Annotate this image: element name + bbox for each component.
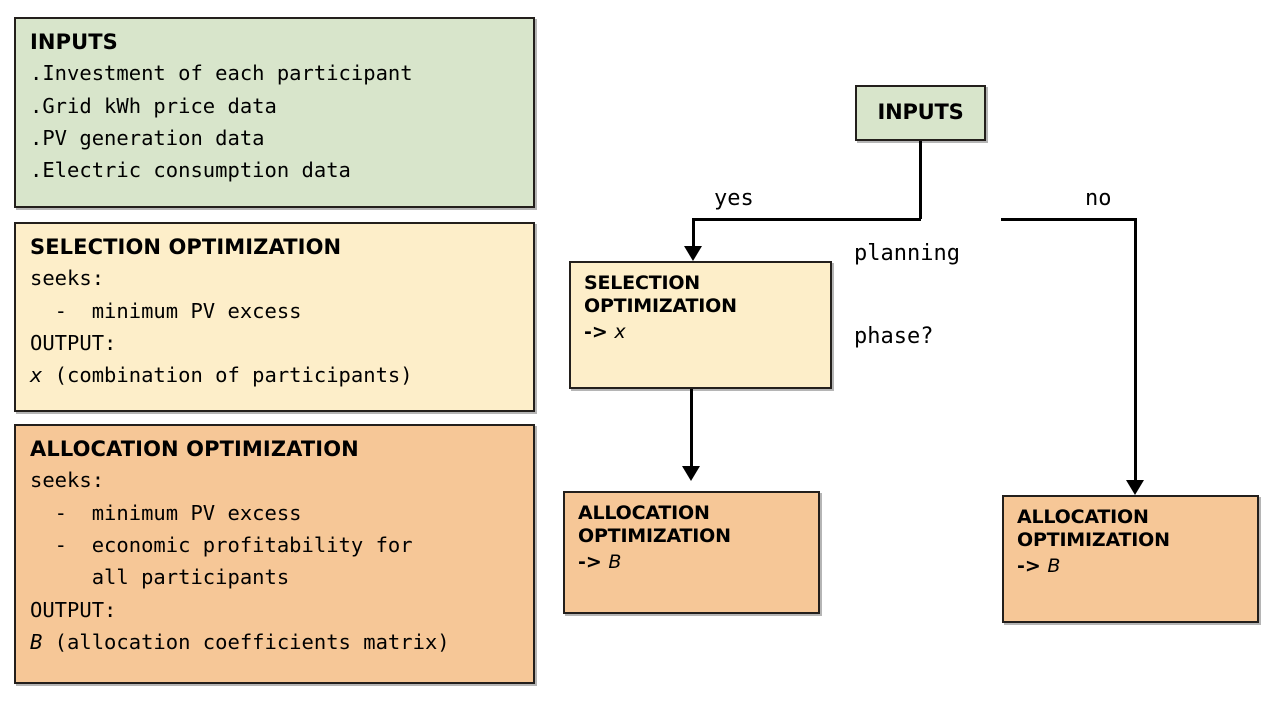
panel-allocation-line-5: OUTPUT: (30, 597, 117, 622)
panel-inputs: INPUTS .Investment of each participant .… (14, 17, 535, 208)
decision-label-line-2: phase? (854, 323, 934, 349)
flow-node-allocation-yes-output-symbol: B (608, 550, 622, 573)
panel-selection-title: SELECTION OPTIMIZATION (30, 235, 342, 259)
flow-node-selection-output-symbol: x (614, 320, 626, 343)
flow-node-allocation-yes-output-arrow: -> (578, 550, 609, 573)
panel-inputs-line-3: .PV generation data (30, 126, 265, 150)
decision-label: planning phase? (854, 185, 960, 378)
flow-node-allocation-yes-title-line-2: OPTIMIZATION (578, 525, 731, 548)
panel-selection-output-symbol: x (30, 363, 43, 388)
panel-selection-line-3: OUTPUT: (30, 331, 117, 355)
panel-inputs-line-2: .Grid kWh price data (30, 93, 277, 118)
connector-branch-no-horizontal (1001, 218, 1137, 221)
panel-allocation-output-symbol: B (30, 630, 43, 655)
panel-selection-output-text: (combination of participants) (42, 363, 413, 388)
flow-node-selection-title-line-1: SELECTION (584, 272, 700, 294)
arrowhead-selection-to-allocation (682, 466, 700, 481)
flow-node-allocation-no-title-line-2: OPTIMIZATION (1017, 529, 1170, 552)
panel-allocation-output-text: (allocation coefficients matrix) (42, 630, 450, 655)
connector-branch-no-vertical (1134, 218, 1137, 482)
panel-selection-line-1: seeks: (30, 266, 105, 291)
panel-allocation-output: B (allocation coefficients matrix) (30, 626, 519, 658)
panel-selection-output: x (combination of participants) (30, 359, 519, 391)
connector-inputs-stub (919, 141, 922, 219)
flow-node-selection-title-line-2: OPTIMIZATION (584, 295, 737, 318)
flow-node-allocation-no-output-arrow: -> (1017, 554, 1048, 577)
flow-node-allocation-yes-title-line-1: ALLOCATION (578, 502, 710, 524)
flow-node-selection-output: -> x (584, 320, 818, 345)
flow-node-allocation-optimization-yes: ALLOCATION OPTIMIZATION -> B (563, 491, 820, 614)
panel-allocation-line-2: - minimum PV excess (30, 500, 302, 525)
panel-selection-line-2: - minimum PV excess (30, 298, 302, 323)
flow-node-allocation-no-output-symbol: B (1047, 554, 1061, 577)
flow-node-selection-optimization: SELECTION OPTIMIZATION -> x (569, 261, 832, 389)
decision-label-line-1: planning (854, 241, 960, 266)
arrowhead-yes-to-selection (684, 246, 702, 261)
panel-inputs-title: INPUTS (30, 30, 118, 54)
edge-label-no: no (1085, 186, 1112, 211)
connector-selection-to-allocation (690, 389, 693, 468)
flow-node-allocation-yes-output: -> B (578, 550, 806, 575)
flow-node-allocation-no-title-line-1: ALLOCATION (1017, 506, 1149, 528)
panel-inputs-line-4: .Electric consumption data (30, 158, 351, 183)
edge-label-yes: yes (714, 186, 754, 211)
flow-node-selection-output-arrow: -> (584, 320, 615, 343)
flow-node-inputs-title: INPUTS (877, 100, 964, 125)
flow-node-allocation-no-output: -> B (1017, 554, 1245, 579)
connector-branch-yes-vertical (692, 218, 695, 248)
panel-allocation-title: ALLOCATION OPTIMIZATION (30, 437, 359, 461)
panel-selection-optimization: SELECTION OPTIMIZATION seeks: - minimum … (14, 222, 535, 412)
panel-inputs-line-1: .Investment of each participant (30, 61, 413, 86)
arrowhead-no-to-allocation (1126, 480, 1144, 495)
flow-node-allocation-optimization-no: ALLOCATION OPTIMIZATION -> B (1002, 495, 1259, 623)
panel-allocation-line-4: all participants (30, 565, 290, 590)
panel-allocation-line-3: - economic profitability for (30, 533, 413, 557)
panel-allocation-line-1: seeks: (30, 468, 105, 493)
panel-allocation-optimization: ALLOCATION OPTIMIZATION seeks: - minimum… (14, 424, 535, 684)
connector-branch-yes-horizontal (692, 218, 921, 221)
flow-node-inputs: INPUTS (855, 85, 986, 141)
